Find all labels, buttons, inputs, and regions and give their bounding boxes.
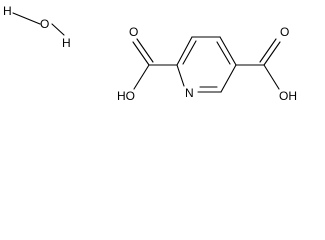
left-hydroxyl-label: HO — [117, 89, 135, 103]
ring-bond-c5-c6 — [220, 64, 237, 93]
left-carboxyl-group: O HO — [117, 25, 178, 103]
left-carbonyl-bond-a — [132, 41, 150, 66]
right-hydroxyl-bond — [263, 64, 280, 90]
ring-bond-n-c2 — [176, 64, 185, 87]
water-h1-label: H — [3, 4, 12, 18]
water-molecule: H O H — [3, 4, 71, 50]
water-h2-label: H — [62, 36, 71, 50]
left-carbonyl-bond-b — [136, 38, 154, 63]
left-hydroxyl-bond — [133, 64, 150, 90]
chemical-structure: H O H N O HO O OH — [3, 4, 297, 103]
right-carbonyl-o-label: O — [280, 25, 289, 39]
water-o-label: O — [40, 17, 49, 31]
right-carbonyl-bond-b — [259, 38, 277, 63]
ring-bond-c4-c5 — [219, 36, 237, 66]
pyridine-ring: N — [176, 36, 237, 100]
right-hydroxyl-label: OH — [279, 89, 297, 103]
right-carbonyl-bond-a — [263, 41, 281, 66]
ring-bond-c4-c5-inner — [216, 41, 231, 65]
ring-bond-c2-c3 — [176, 36, 193, 66]
water-bond-h1-o — [12, 12, 41, 25]
pyridine-nitrogen-label: N — [185, 86, 194, 100]
water-bond-o-h2 — [51, 23, 65, 36]
left-carbonyl-o-label: O — [129, 25, 138, 39]
ring-bond-c2-c3-inner — [182, 40, 197, 65]
right-carboxyl-group: O OH — [235, 25, 297, 103]
